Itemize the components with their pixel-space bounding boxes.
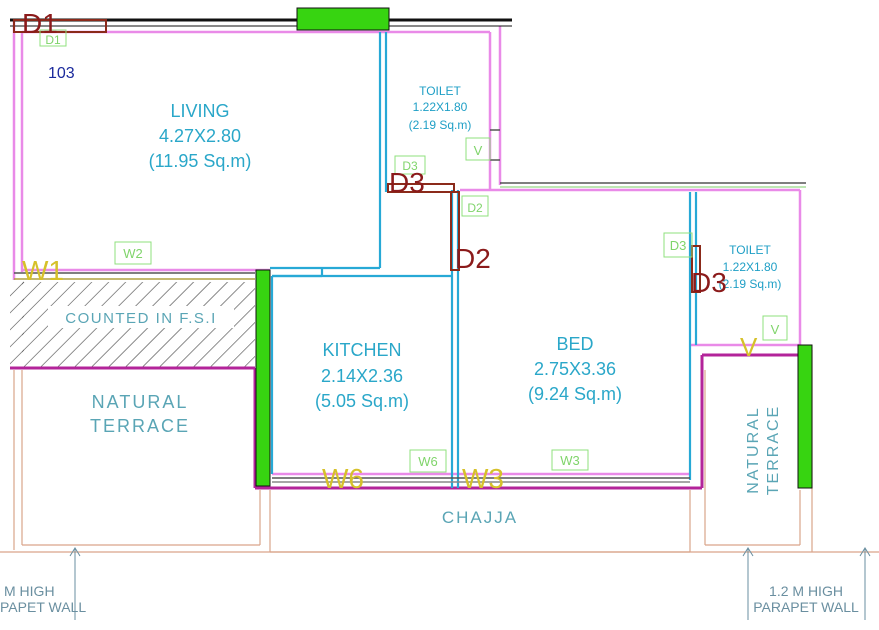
door-d3-label-2: D3 bbox=[691, 267, 727, 298]
terrace-left-line1: NATURAL bbox=[92, 392, 189, 412]
kitchen-size: 2.14X2.36 bbox=[321, 366, 403, 386]
tag-v1: V bbox=[474, 143, 483, 158]
toilet1-area: (2.19 Sq.m) bbox=[409, 118, 472, 132]
toilet1-name: TOILET bbox=[419, 84, 461, 98]
parapet-leaders bbox=[69, 547, 871, 620]
tag-texts: D1 D3 D2 V W2 D3 W6 W3 V bbox=[45, 33, 779, 469]
opening-codes: D1 D3 D2 D3 bbox=[22, 8, 727, 298]
tag-d3-2: D3 bbox=[670, 238, 687, 253]
terrace-left: NATURAL TERRACE bbox=[90, 392, 190, 436]
parapet-right-line2: PARAPET WALL bbox=[753, 599, 859, 615]
tag-w3: W3 bbox=[560, 453, 580, 468]
door-d3-label: D3 bbox=[389, 167, 425, 198]
unit-number: 103 bbox=[48, 65, 75, 82]
living-area: (11.95 Sq.m) bbox=[149, 151, 252, 171]
tag-d1: D1 bbox=[45, 33, 61, 47]
toilet1-size: 1.22X1.80 bbox=[413, 100, 468, 114]
door-frames bbox=[13, 19, 701, 293]
green-walls bbox=[255, 7, 813, 489]
tag-w6: W6 bbox=[418, 454, 438, 469]
toilet2-area: (2.19 Sq.m) bbox=[719, 277, 782, 291]
terrace-right-line2: TERRACE bbox=[765, 405, 782, 495]
living-name: LIVING bbox=[170, 101, 229, 121]
living-size: 4.27X2.80 bbox=[159, 126, 241, 146]
tag-d2: D2 bbox=[467, 201, 483, 215]
bed-area: (9.24 Sq.m) bbox=[528, 384, 622, 404]
outer-walls bbox=[12, 20, 802, 476]
room-bed: BED 2.75X3.36 (9.24 Sq.m) bbox=[528, 334, 622, 404]
magenta-walls bbox=[10, 353, 800, 490]
parapet-left-line1: M HIGH bbox=[4, 583, 55, 599]
room-toilet-1: TOILET 1.22X1.80 (2.19 Sq.m) bbox=[409, 84, 472, 132]
terrace-right-line1: NATURAL bbox=[745, 406, 762, 494]
toilet2-size: 1.22X1.80 bbox=[723, 260, 778, 274]
window-lines bbox=[14, 129, 690, 483]
window-codes: W1 W6 W3 V bbox=[22, 255, 758, 494]
window-w1-label: W1 bbox=[22, 255, 64, 286]
tag-d3: D3 bbox=[402, 159, 418, 173]
door-d1-label: D1 bbox=[22, 8, 58, 39]
window-w6-label: W6 bbox=[322, 463, 364, 494]
kitchen-area: (5.05 Sq.m) bbox=[315, 391, 409, 411]
kitchen-name: KITCHEN bbox=[322, 340, 401, 360]
room-living: LIVING 4.27X2.80 (11.95 Sq.m) bbox=[149, 101, 252, 171]
toilet2-name: TOILET bbox=[729, 243, 771, 257]
bed-name: BED bbox=[556, 334, 593, 354]
parapet-right-line1: 1.2 M HIGH bbox=[769, 583, 843, 599]
parapet-left-line2: PAPET WALL bbox=[0, 599, 86, 615]
terrace-left-line2: TERRACE bbox=[90, 416, 190, 436]
parapet-labels: M HIGH PAPET WALL 1.2 M HIGH PARAPET WAL… bbox=[0, 583, 859, 615]
counted-fsi-label: COUNTED IN F.S.I bbox=[65, 310, 217, 327]
room-kitchen: KITCHEN 2.14X2.36 (5.05 Sq.m) bbox=[315, 340, 409, 411]
tag-v2: V bbox=[771, 322, 780, 337]
terrace-right: NATURAL TERRACE bbox=[745, 405, 782, 495]
bed-size: 2.75X3.36 bbox=[534, 359, 616, 379]
chajja-label: CHAJJA bbox=[442, 508, 518, 527]
tag-boxes bbox=[39, 29, 788, 473]
window-w3-label: W3 bbox=[462, 463, 504, 494]
tag-w2: W2 bbox=[123, 246, 143, 261]
room-toilet-2: TOILET 1.22X1.80 (2.19 Sq.m) bbox=[719, 243, 782, 291]
door-d2-label: D2 bbox=[455, 243, 491, 274]
vent-v-label: V bbox=[740, 332, 758, 362]
